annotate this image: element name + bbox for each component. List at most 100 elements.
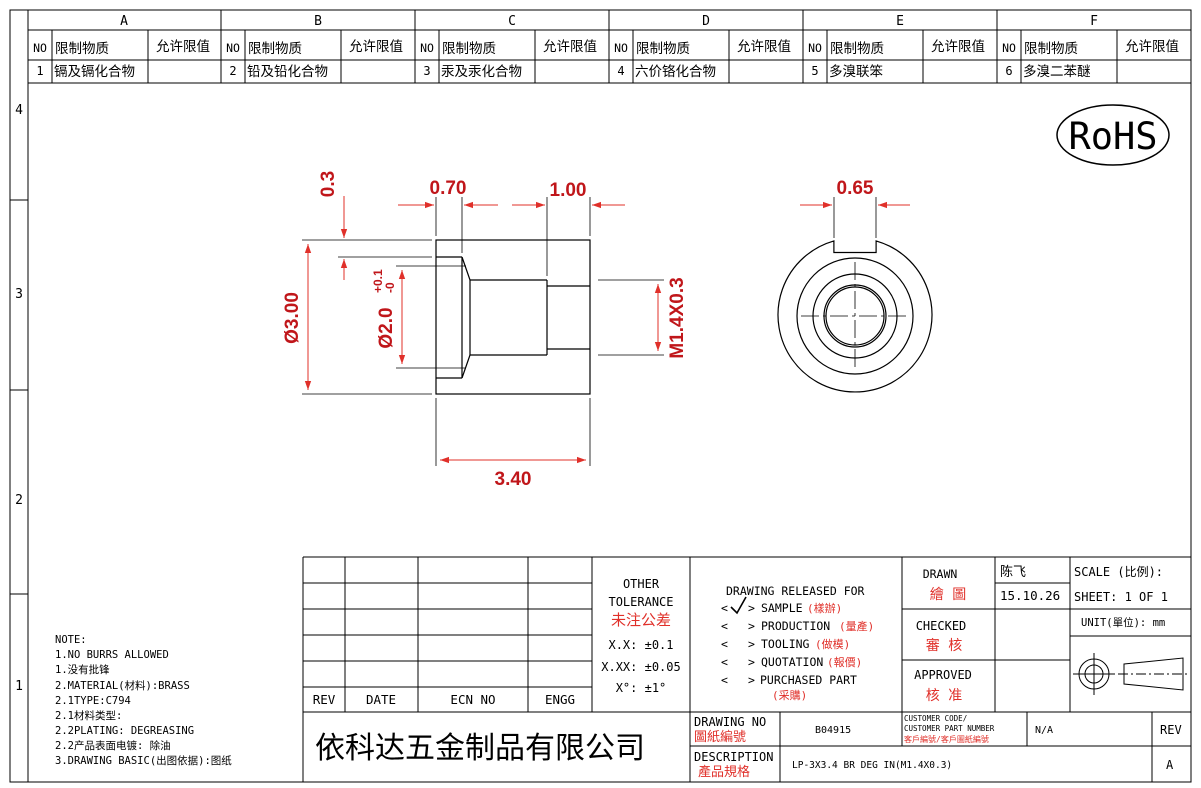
release-bracket-close: > [748,655,755,669]
dim-bore-tol-upper: +0.1 [371,269,385,293]
release-bracket-open: < [721,637,728,651]
dim-thread-length: 1.00 [550,180,587,201]
customer-label-2: CUSTOMER PART NUMBER [904,724,995,733]
release-bracket-open: < [721,673,728,687]
zone-col-e: E [896,14,904,29]
approved-label-cn: 核 准 [926,688,962,704]
zone-col-a: A [120,14,128,29]
release-option-cn: (樣辦) [807,601,842,615]
restriction-item-substance: 汞及汞化合物 [441,64,522,80]
signoff-block: DRAWN 繪 圖 CHECKED 審 核 APPROVED 核 准 [914,567,972,704]
dim-bore-depth: 0.70 [430,178,467,199]
release-bracket-close: > [748,673,755,687]
zone-row-1: 1 [15,679,23,694]
part-body-outline [435,239,591,395]
checked-label-cn: 審 核 [926,638,962,654]
zone-column-labels: A B C D E F [120,14,1098,29]
restriction-no-header: NO [614,41,628,55]
release-check-icon[interactable] [730,596,747,615]
date-col-header: DATE [366,692,396,707]
release-option-label: SAMPLE [761,601,803,615]
release-block: DRAWING RELEASED FOR <>SAMPLE(樣辦)<>PRODU… [721,584,874,702]
end-view-outer-slotted [777,240,933,393]
description-label-cn: 產品規格 [698,764,750,780]
dim-outer-diameter: Ø3.00 [282,292,303,344]
restriction-substance-header: 限制物质 [55,41,109,57]
tolerance-xx: X.X: ±0.1 [608,638,673,652]
restriction-no-header: NO [226,41,240,55]
approved-label: APPROVED [914,668,972,682]
notes: NOTE: 1.NO BURRS ALLOWED 1.没有批锋 2.MATERI… [55,634,232,767]
notes-title: NOTE: [55,634,87,646]
zone-col-d: D [702,14,710,29]
company-name: 依科达五金制品有限公司 [315,731,645,766]
zone-col-f: F [1090,14,1098,29]
note-line: 2.1材料类型: [55,709,122,722]
tolerance-xxx: X.XX: ±0.05 [601,660,680,674]
end-view-centerlines [801,197,909,370]
side-view [435,239,591,395]
restriction-substance-header: 限制物质 [830,41,884,57]
checked-label: CHECKED [916,619,967,633]
release-bracket-open: < [721,601,728,615]
engg-col-header: ENGG [545,692,575,707]
rev-value: A [1166,758,1174,772]
zone-row-3: 3 [15,287,23,302]
restriction-limit-header: 允许限值 [737,39,791,55]
restriction-item-substance: 铅及铅化合物 [247,64,328,80]
release-title: DRAWING RELEASED FOR [726,584,865,598]
drawn-label-cn: 繪 圖 [930,586,966,603]
description-value: LP-3X3.4 BR DEG IN(M1.4X0.3) [792,760,952,771]
rev-label: REV [1160,723,1182,737]
release-bracket-close: > [748,619,755,633]
sheet-label: SHEET: 1 OF 1 [1074,590,1168,604]
customer-value: N/A [1035,725,1053,736]
release-bracket-close: > [748,601,755,615]
release-option-cn: (做模) [815,637,850,651]
note-line: 1.NO BURRS ALLOWED [55,649,169,661]
release-option-label: TOOLING [761,637,810,651]
extension-lines [302,197,664,466]
tolerance-title-2: TOLERANCE [608,595,673,609]
dim-bore-diameter-group: Ø2.0 +0.1 -0 [371,269,397,349]
unit-label: UNIT(單位): mm [1081,616,1165,629]
dimension-lines [304,196,662,464]
dim-bore-tol-lower: -0 [383,282,397,293]
restriction-limit-header: 允许限值 [156,39,210,55]
description-label: DESCRIPTION [694,750,773,764]
restriction-limit-header: 允许限值 [349,39,403,55]
customer-label-cn: 客戶編號/客戶圖紙編號 [904,734,989,744]
note-line: 2.2PLATING: DEGREASING [55,725,194,737]
rev-col-header: REV [313,692,336,707]
zone-col-c: C [508,14,516,29]
projection-symbol [1073,653,1189,695]
drawn-name: 陈飞 [1000,564,1026,580]
restriction-item-substance: 多溴二苯醚 [1023,63,1091,80]
ecn-col-header: ECN NO [450,692,495,707]
restriction-substance-header: 限制物质 [1024,41,1078,57]
restriction-limit-header: 允许限值 [931,39,985,55]
release-bracket-open: < [721,619,728,633]
tolerance-title-1: OTHER [623,577,660,591]
note-line: 3.DRAWING BASIC(出图依据):图纸 [55,754,232,767]
restriction-substance-header: 限制物质 [442,41,496,57]
drawn-date: 15.10.26 [1000,588,1060,603]
rohs-label: RoHS [1068,115,1157,158]
restriction-item-substance: 多溴联笨 [829,63,883,80]
release-option-cn: (量產) [839,619,874,633]
note-line: 1.没有批锋 [55,663,110,676]
release-bracket-open: < [721,655,728,669]
rohs-mark: RoHS [1056,104,1170,166]
restriction-item-no: 5 [811,64,818,78]
title-block-grid [302,556,1191,782]
restriction-no-header: NO [33,41,47,55]
restriction-item-no: 3 [423,64,430,78]
dim-chamfer: 0.3 [318,171,339,197]
drawing-no-label-cn: 圖紙編號 [694,729,746,745]
restriction-item-no: 2 [229,64,236,78]
zone-row-labels: 4 3 2 1 [15,103,23,694]
release-bracket-close: > [748,637,755,651]
zone-col-b: B [314,14,322,29]
